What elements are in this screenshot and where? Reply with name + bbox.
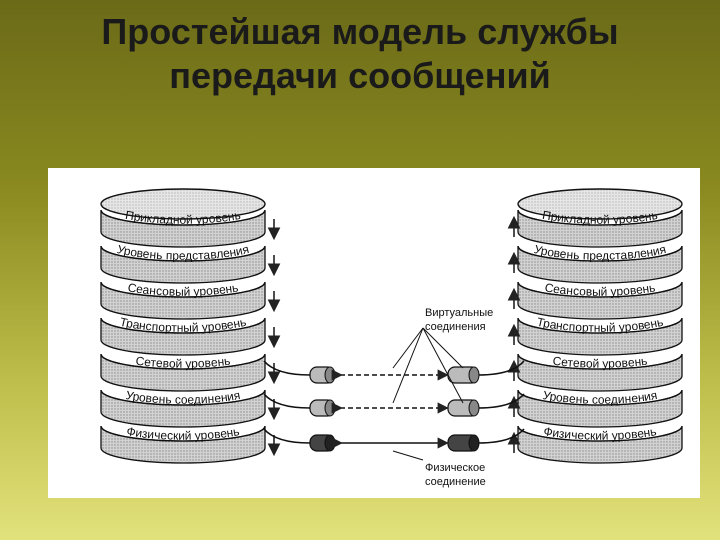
physical-connection-label-2: соединение — [425, 476, 486, 488]
right-layer-label: Физический уровень — [543, 424, 658, 443]
virtual-connections-label-1: Виртуальные — [425, 307, 493, 319]
left-layer-label: Уровень соединения — [125, 388, 242, 407]
left-layer-disk: Уровень представления — [100, 242, 266, 284]
right-layer-disk: Сеансовый уровень — [517, 280, 683, 320]
right-layer-label: Прикладной уровень — [541, 208, 658, 227]
right-layer-label: Сеансовый уровень — [544, 280, 656, 298]
virtual-label-pointer — [392, 327, 424, 404]
right-layer-disk: Физический уровень — [517, 424, 683, 464]
virtual-connection — [263, 360, 525, 384]
physical-connection-label-1: Физическое — [425, 462, 485, 474]
right-layer-disk: Уровень соединения — [517, 388, 683, 428]
left-layer-disk: Транспортный уровень — [100, 315, 266, 356]
left-layer-label: Прикладной уровень — [124, 208, 241, 227]
left-layer-label: Сеансовый уровень — [127, 280, 239, 298]
right-layer-label: Транспортный уровень — [536, 315, 665, 335]
right-layer-label: Уровень соединения — [542, 388, 659, 407]
physical-connection — [263, 428, 525, 452]
left-layer-label: Транспортный уровень — [119, 315, 248, 335]
left-layer-disk: Физический уровень — [100, 424, 266, 464]
title-line-1: Простейшая модель службы — [101, 11, 619, 52]
slide-title: Простейшая модель службы передачи сообще… — [0, 10, 720, 98]
virtual-connection — [263, 393, 525, 417]
virtual-label-pointer — [392, 327, 424, 369]
right-layer-label: Сетевой уровень — [552, 354, 648, 371]
physical-label-pointer — [392, 450, 424, 461]
right-layer-disk: Прикладной уровень — [517, 208, 683, 248]
virtual-connections-label-2: соединения — [425, 321, 486, 333]
left-layer-label: Сетевой уровень — [135, 354, 231, 371]
virtual-label-pointer — [422, 327, 464, 369]
left-layer-disk: Прикладной уровень — [100, 208, 266, 248]
left-layer-disk: Сеансовый уровень — [100, 280, 266, 320]
left-layer-disk: Уровень соединения — [100, 388, 266, 428]
virtual-label-pointer — [422, 327, 464, 404]
right-layer-disk: Уровень представления — [517, 242, 683, 284]
left-layer-disk: Сетевой уровень — [100, 354, 266, 392]
left-stack-lid — [100, 188, 266, 220]
right-stack-lid — [517, 188, 683, 220]
connections — [263, 327, 525, 461]
right-layer-disk: Транспортный уровень — [517, 315, 683, 356]
right-layer-disk: Сетевой уровень — [517, 354, 683, 392]
title-line-2: передачи сообщений — [169, 55, 551, 96]
left-layer-label: Физический уровень — [126, 424, 241, 443]
